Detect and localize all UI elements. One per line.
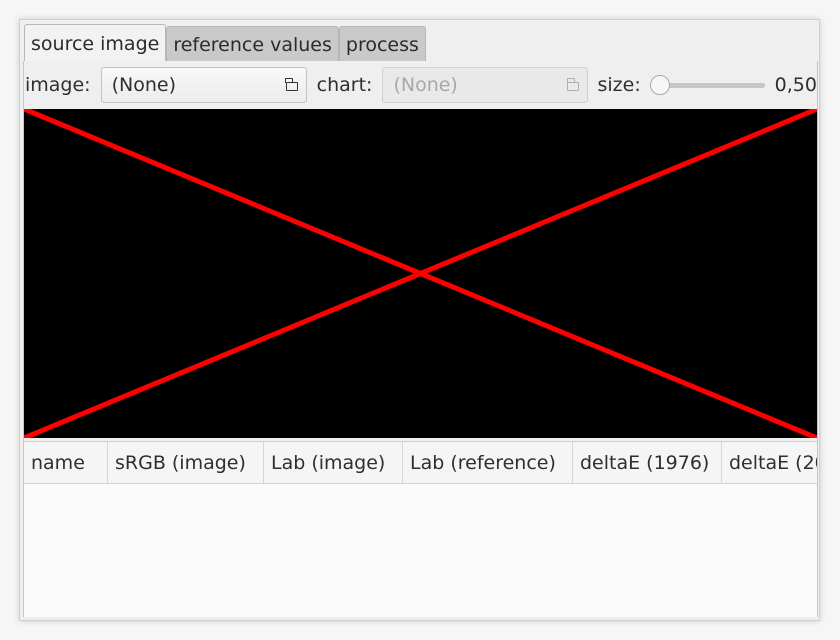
- source-toolbar: image: (None) chart: (None) size: 0,50: [24, 61, 817, 109]
- column-header-lab-reference[interactable]: Lab (reference): [403, 442, 573, 483]
- tab-reference-values[interactable]: reference values: [166, 26, 339, 62]
- column-header-lab-image[interactable]: Lab (image): [264, 442, 403, 483]
- image-file-value: (None): [111, 74, 176, 96]
- column-header-name[interactable]: name: [24, 442, 108, 483]
- size-slider-handle[interactable]: [649, 75, 670, 95]
- size-slider-groove: [653, 83, 765, 88]
- folder-icon: [285, 78, 298, 91]
- no-image-placeholder: [24, 109, 817, 438]
- patches-table[interactable]: name sRGB (image) Lab (image) Lab (refer…: [24, 441, 817, 617]
- source-image-panel: image: (None) chart: (None) size: 0,50: [23, 61, 818, 617]
- chart-label: chart:: [316, 74, 373, 96]
- tab-process[interactable]: process: [338, 26, 426, 62]
- tab-source-image[interactable]: source image: [24, 24, 167, 62]
- column-header-deltae-1976[interactable]: deltaE (1976): [573, 442, 722, 483]
- size-label: size:: [597, 74, 641, 96]
- tab-bar: source image reference values process: [24, 24, 426, 62]
- size-value: 0,50: [774, 74, 817, 96]
- chart-file-value: (None): [393, 74, 458, 96]
- column-header-deltae-2000[interactable]: deltaE (20: [729, 451, 817, 474]
- column-header-srgb-image[interactable]: sRGB (image): [108, 442, 264, 483]
- placeholder-cross-line: [24, 109, 817, 438]
- image-file-selector[interactable]: (None): [100, 67, 307, 103]
- image-label: image:: [25, 74, 91, 96]
- patches-table-header: name sRGB (image) Lab (image) Lab (refer…: [24, 442, 817, 484]
- chart-file-selector[interactable]: (None): [382, 67, 589, 103]
- folder-icon: [566, 78, 580, 91]
- size-slider[interactable]: [649, 75, 765, 95]
- color-lookup-window: source image reference values process im…: [19, 19, 820, 621]
- image-preview-canvas[interactable]: [24, 109, 817, 438]
